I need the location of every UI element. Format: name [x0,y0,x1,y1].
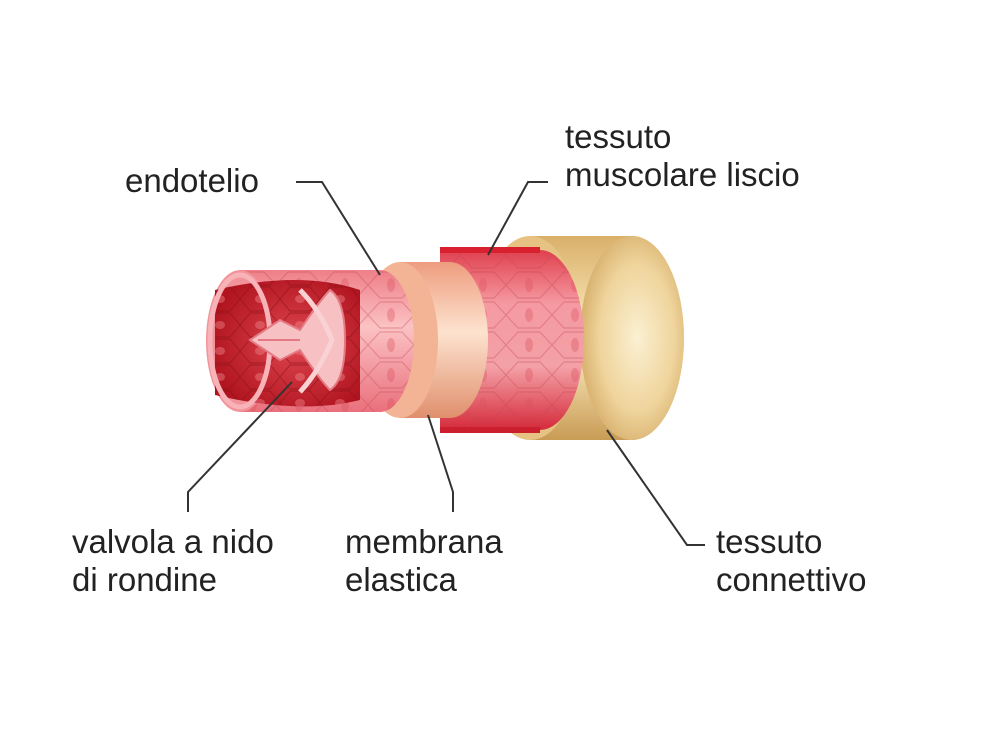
label-membrana-line1: membrana [345,523,503,560]
leader-muscolare [487,181,548,256]
label-membrana-elastica: membrana elastica [345,523,503,599]
leader-lines [187,181,705,546]
leader-valvola [187,381,293,512]
label-muscolare-line2: muscolare liscio [565,156,800,193]
label-tessuto-connettivo: tessuto connettivo [716,523,866,599]
label-connettivo-line1: tessuto [716,523,823,560]
label-valvola-line2: di rondine [72,561,217,598]
swallow-nest-valve [248,288,347,394]
leader-endotelio [296,181,381,276]
label-endotelio: endotelio [125,162,259,200]
label-tessuto-muscolare-liscio: tessuto muscolare liscio [565,118,800,194]
label-endotelio-line1: endotelio [125,162,259,199]
label-valvola-line1: valvola a nido [72,523,274,560]
leader-connettivo [606,429,705,546]
label-membrana-line2: elastica [345,561,457,598]
leader-membrana [427,414,454,512]
label-connettivo-line2: connettivo [716,561,867,598]
label-muscolare-line1: tessuto [565,118,672,155]
label-valvola-a-nido-di-rondine: valvola a nido di rondine [72,523,274,599]
